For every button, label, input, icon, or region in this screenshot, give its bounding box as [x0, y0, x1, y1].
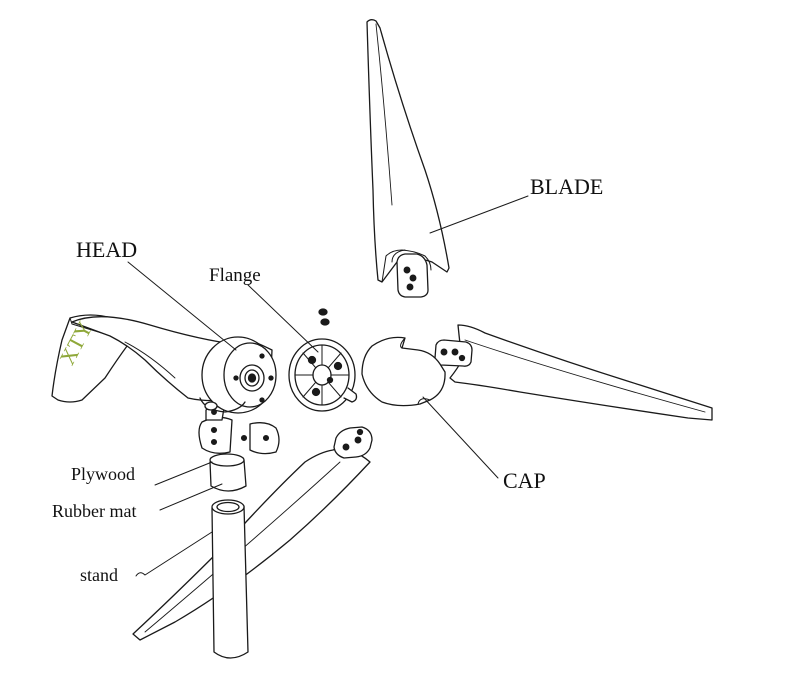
cap-part [361, 336, 446, 407]
label-head: HEAD [76, 237, 138, 262]
label-flange: Flange [209, 265, 261, 286]
label-cap: CAP [503, 468, 546, 493]
stand-pipe [211, 499, 249, 659]
label-blade: BLADE [530, 174, 604, 199]
label-plywood: Plywood [71, 464, 136, 484]
bottom-blade [132, 426, 373, 641]
tail-and-body [51, 314, 277, 414]
right-blade [434, 324, 713, 421]
label-rubber-mat: Rubber mat [52, 501, 137, 521]
label-stand: stand [80, 565, 118, 585]
flange-part [288, 308, 358, 412]
rubber-mat-part [209, 453, 247, 492]
plywood-clamp [198, 405, 280, 455]
top-blade [366, 19, 450, 298]
leader-lines [127, 195, 529, 577]
